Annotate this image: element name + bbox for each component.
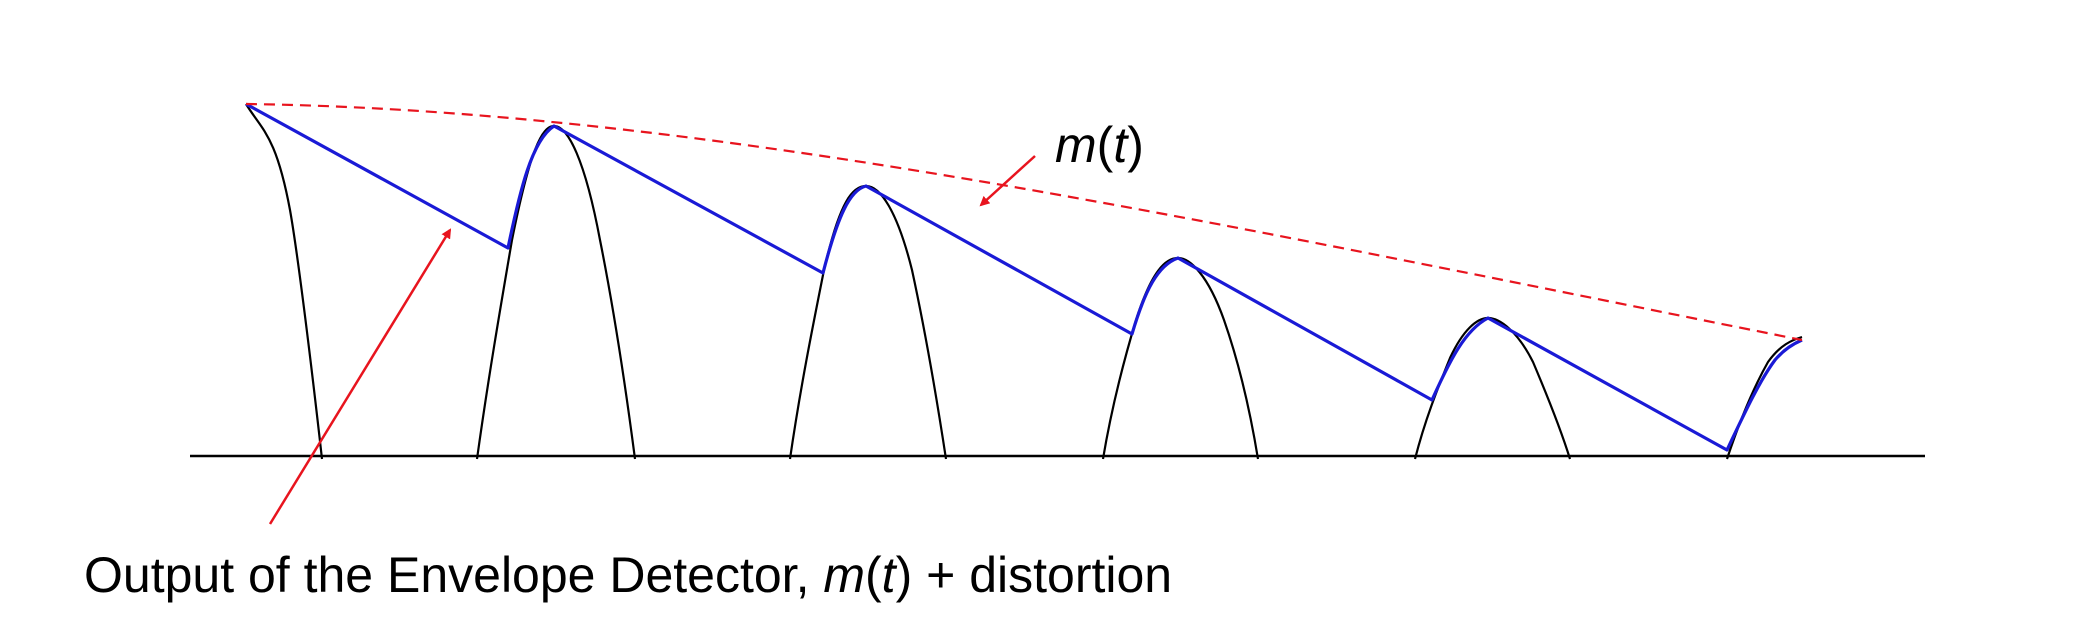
detector-output-caption: Output of the Envelope Detector, m(t) + … (84, 547, 1173, 603)
message-envelope (245, 102, 1803, 342)
detector-output-curve (245, 102, 1803, 452)
envelope-arrow (979, 155, 1036, 207)
carrier-arch-1 (475, 124, 637, 460)
detector-output-arrow (268, 228, 452, 525)
carrier-arch-2 (788, 184, 948, 460)
rectified-carrier (245, 103, 1803, 460)
detector-output (245, 102, 1803, 452)
carrier-arch-5 (1725, 335, 1803, 460)
carrier-arch-0 (245, 103, 324, 460)
envelope-label: m(t) (1055, 117, 1144, 173)
